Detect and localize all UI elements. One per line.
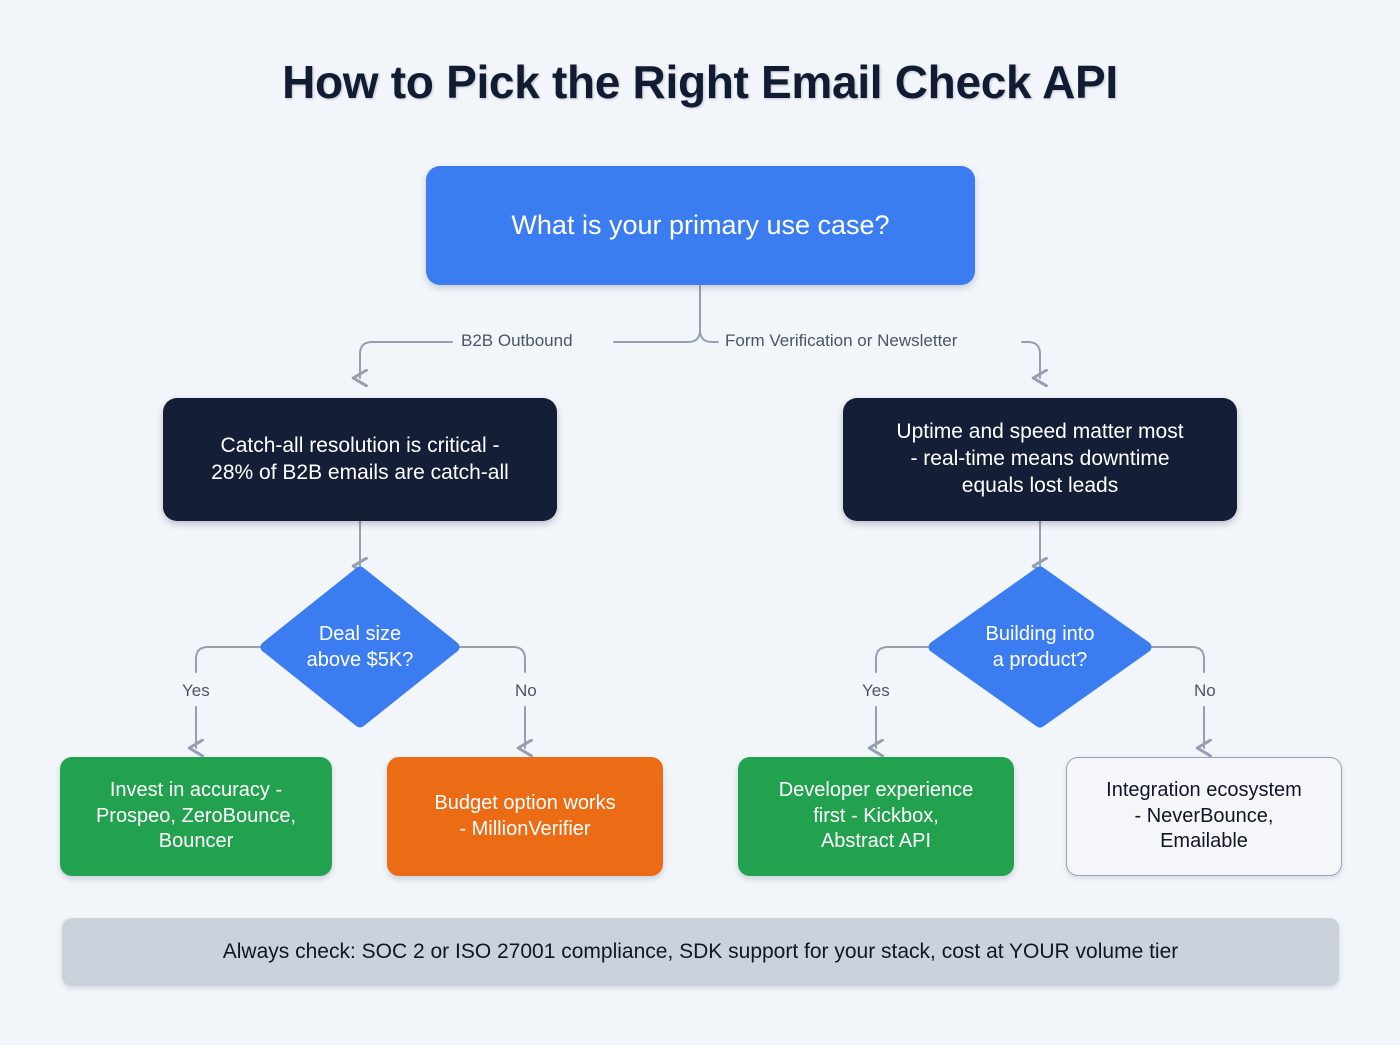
node-right-yes-line1: Developer experience	[778, 779, 974, 802]
node-right-no-line2: - NeverBounce,	[1134, 804, 1274, 827]
node-left-decision-label-group: Deal size above $5K?	[260, 566, 460, 728]
node-right-yes-outcome[interactable]: Developer experience first - Kickbox, Ab…	[738, 757, 1014, 876]
node-right-decision[interactable]: Building into a product?	[928, 566, 1152, 728]
footer-note: Always check: SOC 2 or ISO 27001 complia…	[62, 918, 1339, 986]
node-left-no-outcome[interactable]: Budget option works - MillionVerifier	[387, 757, 663, 876]
node-left-decision-line2: above $5K?	[306, 649, 414, 671]
node-left-context[interactable]: Catch-all resolution is critical - 28% o…	[163, 398, 557, 521]
footer-note-text: Always check: SOC 2 or ISO 27001 complia…	[222, 940, 1179, 963]
node-left-decision-line1: Deal size	[318, 623, 402, 645]
node-left-context-line2: 28% of B2B emails are catch-all	[211, 460, 509, 484]
right-decision-diamond-shape	[928, 566, 1152, 728]
edge-label-left-no: No	[509, 681, 543, 701]
node-right-decision-line2: a product?	[992, 649, 1088, 671]
edge-left-no-a	[455, 646, 526, 673]
edge-label-right-no: No	[1188, 681, 1222, 701]
node-right-context-line1: Uptime and speed matter most	[896, 420, 1184, 444]
node-left-yes-outcome[interactable]: Invest in accuracy - Prospeo, ZeroBounce…	[60, 757, 332, 876]
edge-label-b2b-outbound: B2B Outbound	[455, 331, 579, 351]
edge-right-no-a	[1147, 646, 1205, 673]
node-right-decision-line1: Building into	[985, 623, 1095, 645]
node-right-decision-label-group: Building into a product?	[928, 566, 1152, 728]
node-left-yes-line2: Prospeo, ZeroBounce,	[95, 804, 297, 827]
edge-root-left-a	[613, 284, 701, 343]
node-right-context-line3: equals lost leads	[961, 473, 1119, 497]
node-right-no-line3: Emailable	[1160, 830, 1248, 853]
edge-root-left-b	[360, 341, 453, 378]
edge-label-form-verification: Form Verification or Newsletter	[719, 331, 964, 351]
node-root-question[interactable]: What is your primary use case?	[426, 166, 975, 285]
node-right-no-outcome[interactable]: Integration ecosystem - NeverBounce, Ema…	[1066, 757, 1342, 876]
node-root-label: What is your primary use case?	[511, 210, 890, 241]
left-decision-diamond-shape	[260, 566, 460, 728]
node-right-no-line1: Integration ecosystem	[1106, 779, 1302, 802]
node-right-context-line2: - real-time means downtime	[910, 447, 1170, 471]
edge-right-yes-a	[875, 646, 933, 673]
node-left-yes-line1: Invest in accuracy -	[109, 779, 283, 802]
node-left-decision[interactable]: Deal size above $5K?	[260, 566, 460, 728]
node-left-context-line1: Catch-all resolution is critical -	[220, 433, 500, 457]
edge-label-right-yes: Yes	[856, 681, 896, 701]
node-left-no-line2: - MillionVerifier	[459, 817, 591, 840]
edge-label-left-yes: Yes	[176, 681, 216, 701]
node-right-yes-line2: first - Kickbox,	[813, 804, 939, 827]
edge-root-right-a	[699, 284, 719, 343]
edge-root-right-b	[1021, 341, 1040, 378]
node-left-no-line1: Budget option works	[434, 791, 616, 814]
edge-left-yes-a	[195, 646, 265, 673]
page-title: How to Pick the Right Email Check API	[282, 56, 1118, 108]
node-left-yes-line3: Bouncer	[158, 830, 234, 853]
node-right-context[interactable]: Uptime and speed matter most - real-time…	[843, 398, 1237, 521]
node-right-yes-line3: Abstract API	[820, 830, 932, 853]
